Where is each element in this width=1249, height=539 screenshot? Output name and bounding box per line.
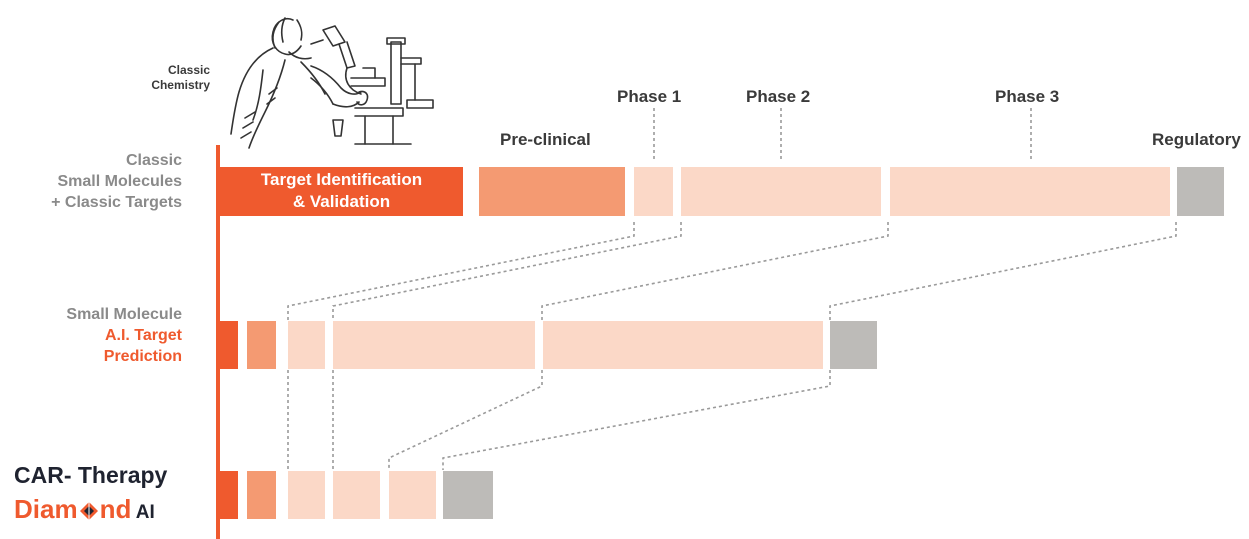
scientist-caption: Classic Chemistry	[118, 63, 210, 93]
brand-suffix: AI	[135, 502, 155, 523]
row-car-title: CAR- Therapy	[14, 462, 168, 488]
phase-label-phase2: Phase 2	[746, 87, 811, 106]
bar-classic-regulatory	[1177, 167, 1224, 216]
bar-car-regulatory	[443, 471, 493, 519]
bar-classic-phase2	[681, 167, 881, 216]
target-box-line-2: & Validation	[292, 192, 391, 211]
target-box-line-1: Target Identification	[260, 170, 423, 189]
row-classic-label-line-3: + Classic Targets	[51, 194, 182, 211]
diamond-ai-logo: Diam nd AI	[14, 494, 155, 526]
bar-car-phase3	[389, 471, 436, 519]
row-classic-label: Classic Small Molecules + Classic Target…	[20, 150, 182, 213]
bar-car-preclinical	[247, 471, 276, 519]
brand-left: Diam	[14, 494, 78, 524]
bar-car-target-id	[220, 471, 238, 519]
phase-label-regulatory: Regulatory	[1152, 130, 1241, 149]
row-classic-label-line-1: Classic	[125, 152, 182, 169]
scientist-caption-line-2: Chemistry	[151, 78, 210, 92]
bar-ai-preclinical	[247, 321, 276, 369]
bar-ai-target-id	[220, 321, 238, 369]
row-ai-label-orange-2: Prediction	[103, 348, 182, 365]
phase-label-phase1: Phase 1	[617, 87, 682, 106]
bar-ai-phase1	[288, 321, 325, 369]
bar-target-identification: Target Identification & Validation	[220, 167, 463, 216]
row-ai-label-orange-1: A.I. Target	[104, 327, 182, 344]
scientist-microscope-illustration	[230, 17, 434, 149]
bar-car-phase2	[333, 471, 380, 519]
timeline-axis	[216, 145, 220, 539]
phase-label-preclinical: Pre-clinical	[500, 130, 591, 149]
row-ai-label-gray: Small Molecule	[66, 306, 182, 323]
bar-ai-phase3	[543, 321, 823, 369]
diamond-logo-icon	[79, 501, 99, 526]
row-classic-label-line-2: Small Molecules	[57, 173, 183, 190]
scientist-caption-line-1: Classic	[167, 63, 210, 77]
row-ai-label: Small Molecule A.I. Target Prediction	[20, 304, 182, 367]
bar-ai-phase2	[333, 321, 535, 369]
brand-right: nd	[99, 494, 132, 524]
bar-classic-phase3	[890, 167, 1170, 216]
bar-classic-phase1	[634, 167, 673, 216]
bar-classic-preclinical	[479, 167, 625, 216]
bar-car-phase1	[288, 471, 325, 519]
phase-label-phase3: Phase 3	[995, 87, 1060, 106]
bar-ai-regulatory	[830, 321, 877, 369]
